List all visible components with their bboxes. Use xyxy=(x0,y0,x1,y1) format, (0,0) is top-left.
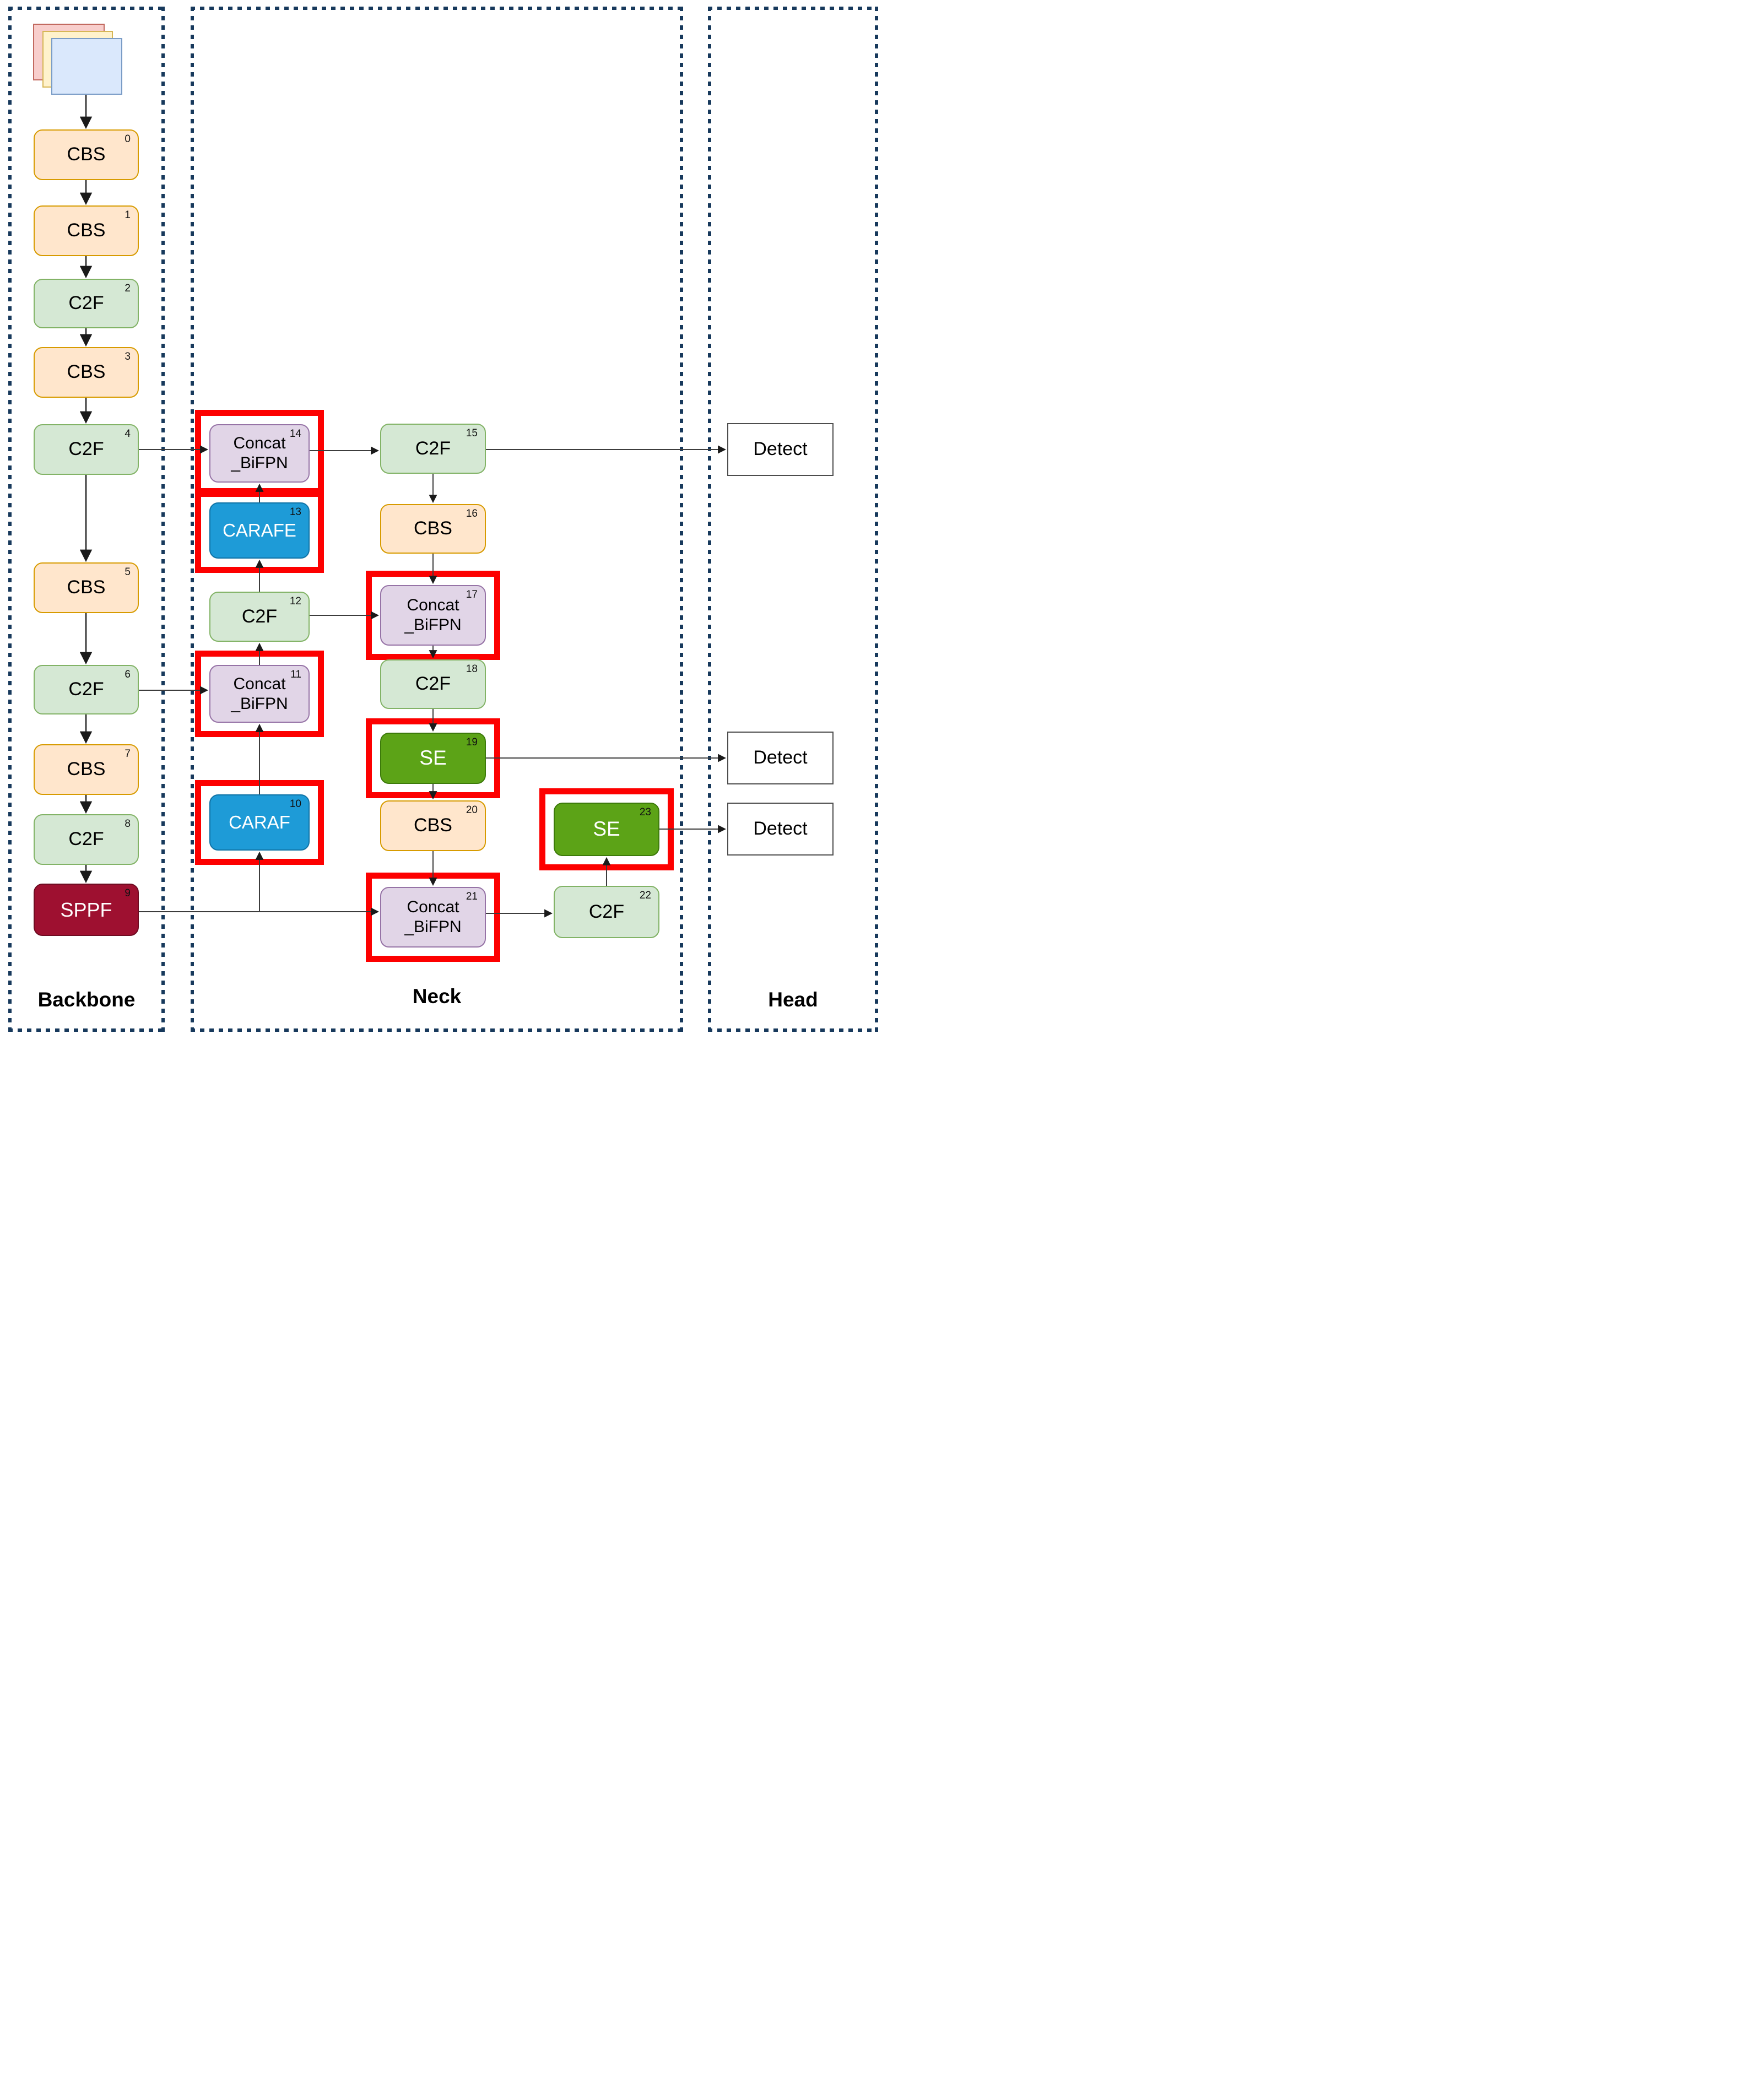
node-cbs-20: CBS 20 xyxy=(380,800,486,851)
node-index: 8 xyxy=(125,818,131,830)
node-label: Detect xyxy=(753,818,808,840)
node-index: 23 xyxy=(639,806,651,818)
node-index: 9 xyxy=(125,887,131,899)
node-label: Detect xyxy=(753,747,808,768)
node-label: CBS xyxy=(67,220,106,241)
node-label: C2F xyxy=(415,673,451,695)
node-sppf-9: SPPF 9 xyxy=(34,884,139,936)
node-label: SE xyxy=(593,817,620,841)
node-se-19: SE 19 xyxy=(380,733,486,784)
node-label: C2F xyxy=(68,829,104,850)
node-label: CARAFE xyxy=(223,519,296,540)
node-index: 6 xyxy=(125,669,131,680)
backbone-label: Backbone xyxy=(37,988,136,1011)
node-index: 1 xyxy=(125,209,131,221)
node-label: SE xyxy=(419,746,447,770)
node-sublabel: _BiFPN xyxy=(404,616,462,634)
node-label: CBS xyxy=(67,759,106,780)
node-detect-2: Detect xyxy=(727,732,834,784)
node-index: 16 xyxy=(466,508,478,519)
node-c2f-15: C2F 15 xyxy=(380,424,486,474)
node-detect-3: Detect xyxy=(727,803,834,856)
node-label: C2F xyxy=(68,438,104,460)
node-c2f-18: C2F 18 xyxy=(380,659,486,709)
node-cbs-16: CBS 16 xyxy=(380,504,486,554)
node-concat-17: Concat _BiFPN 17 xyxy=(380,585,486,646)
node-label: Detect xyxy=(753,438,808,460)
node-label: C2F xyxy=(241,605,278,627)
node-cbs-0: CBS 0 xyxy=(34,129,139,180)
node-label: Concat xyxy=(407,596,459,614)
node-index: 21 xyxy=(466,891,478,902)
node-index: 4 xyxy=(125,428,131,440)
head-section-frame xyxy=(708,7,878,1032)
node-c2f-4: C2F 4 xyxy=(34,424,139,475)
node-cbs-5: CBS 5 xyxy=(34,562,139,613)
node-label: CBS xyxy=(414,518,452,539)
node-index: 2 xyxy=(125,283,131,294)
node-se-23: SE 23 xyxy=(554,803,659,856)
node-cbs-1: CBS 1 xyxy=(34,205,139,256)
node-label: CBS xyxy=(414,815,452,836)
node-label: CBS xyxy=(67,361,106,383)
neck-label: Neck xyxy=(412,985,462,1008)
node-label: C2F xyxy=(588,901,625,922)
node-label: CBS xyxy=(67,144,106,165)
node-index: 22 xyxy=(639,890,651,901)
node-label: Concat xyxy=(407,898,459,916)
node-label: C2F xyxy=(68,679,104,700)
node-index: 10 xyxy=(289,798,301,810)
node-index: 12 xyxy=(289,595,301,607)
node-label: Concat xyxy=(233,434,286,452)
node-c2f-6: C2F 6 xyxy=(34,665,139,714)
node-concat-21: Concat _BiFPN 21 xyxy=(380,887,486,948)
node-label: SPPF xyxy=(60,898,112,921)
node-index: 19 xyxy=(466,737,478,748)
node-c2f-12: C2F 12 xyxy=(209,592,310,642)
node-index: 17 xyxy=(466,589,478,600)
node-sublabel: _BiFPN xyxy=(231,454,288,472)
node-detect-1: Detect xyxy=(727,423,834,476)
node-index: 0 xyxy=(125,133,131,145)
node-index: 14 xyxy=(289,428,301,440)
node-label: C2F xyxy=(415,437,451,459)
node-index: 13 xyxy=(289,506,301,518)
node-c2f-8: C2F 8 xyxy=(34,814,139,865)
node-index: 15 xyxy=(466,427,478,439)
head-label: Head xyxy=(768,988,818,1011)
node-sublabel: _BiFPN xyxy=(404,918,462,936)
node-index: 3 xyxy=(125,351,131,362)
node-label: CBS xyxy=(67,577,106,598)
node-index: 20 xyxy=(466,804,478,816)
node-index: 5 xyxy=(125,566,131,578)
node-label: CARAF xyxy=(229,811,290,832)
node-c2f-2: C2F 2 xyxy=(34,279,139,328)
node-cbs-7: CBS 7 xyxy=(34,744,139,795)
node-sublabel: _BiFPN xyxy=(231,694,288,713)
node-index: 11 xyxy=(290,669,301,680)
input-image-blue xyxy=(51,38,122,95)
node-cbs-3: CBS 3 xyxy=(34,347,139,398)
node-concat-14: Concat _BiFPN 14 xyxy=(209,424,310,483)
node-concat-11: Concat_BiFPN 11 xyxy=(209,665,310,723)
node-c2f-22: C2F 22 xyxy=(554,886,659,938)
node-index: 7 xyxy=(125,748,131,760)
node-index: 18 xyxy=(466,663,478,675)
node-label: Concat xyxy=(233,674,286,693)
node-label: C2F xyxy=(68,293,104,314)
